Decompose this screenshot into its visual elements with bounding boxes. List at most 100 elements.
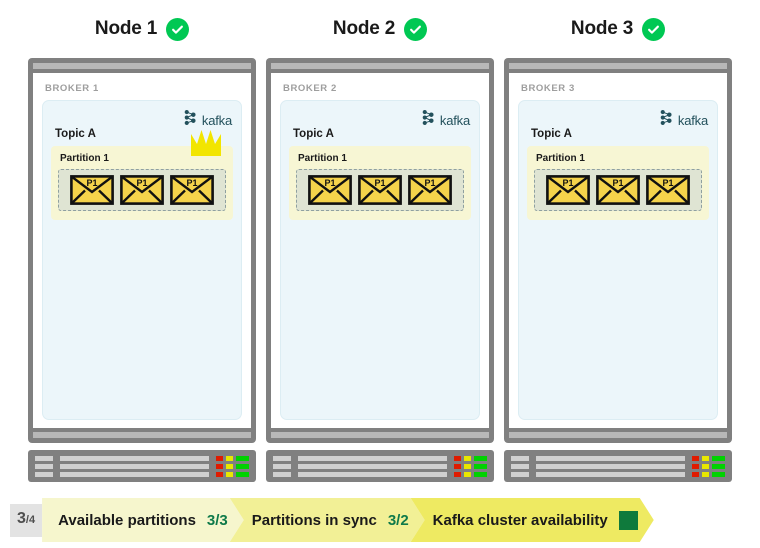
kafka-nodes-icon xyxy=(421,109,436,131)
kafka-logo-2: kafka xyxy=(421,109,470,131)
chevron-available-partitions[interactable]: Available partitions 3/3 xyxy=(42,498,244,542)
message-group-1: P1 P1 xyxy=(58,169,226,211)
frame-inner-1: BROKER 1 k xyxy=(33,73,251,428)
led-red xyxy=(216,455,223,461)
check-circle-icon xyxy=(166,17,190,41)
message-envelope-icon: P1 xyxy=(70,175,114,205)
partition-box-2: Partition 1 P1 P1 xyxy=(289,146,471,220)
topic-label-2: Topic A xyxy=(293,128,334,140)
topic-label-1: Topic A xyxy=(55,128,96,140)
message-envelope-icon: P1 xyxy=(170,175,214,205)
led-green xyxy=(236,455,249,461)
server-base-1 xyxy=(28,450,256,482)
chevron-value: 3/3 xyxy=(206,511,228,529)
server-base-2 xyxy=(266,450,494,482)
partition-box-3: Partition 1 P1 P1 xyxy=(527,146,709,220)
server-frame-3: BROKER 3 k xyxy=(504,58,732,443)
message-group-2: P1 P1 xyxy=(296,169,464,211)
base-blocks xyxy=(35,455,53,477)
node-title-2: Node 2 xyxy=(332,18,396,39)
frame-bottom-bar xyxy=(509,432,727,438)
led-red xyxy=(692,463,699,469)
partition-box-1: Partition 1 P1 xyxy=(51,130,233,220)
led-green xyxy=(712,463,725,469)
base-bars xyxy=(536,455,685,477)
kafka-wordmark-2: kafka xyxy=(439,112,470,128)
kafka-panel-2: kafka Topic A Partition 1 P1 xyxy=(280,100,480,420)
led-yellow xyxy=(226,455,233,461)
topic-label-3: Topic A xyxy=(531,128,572,140)
led-yellow xyxy=(464,455,471,461)
led-red xyxy=(216,471,223,477)
led-red xyxy=(454,455,461,461)
page-indicator: 3 /4 xyxy=(10,503,43,537)
base-bars xyxy=(298,455,447,477)
led-red xyxy=(454,463,461,469)
message-envelope-icon: P1 xyxy=(308,175,352,205)
node-column-3: Node 3 BROKER 3 xyxy=(504,0,732,492)
node-header-3: Node 3 xyxy=(570,0,666,58)
led-yellow xyxy=(226,471,233,477)
chevron-label: Partitions in sync xyxy=(251,511,377,529)
chevron-cluster-availability[interactable]: Kafka cluster availability xyxy=(411,498,654,542)
led-yellow xyxy=(464,463,471,469)
node-title-3: Node 3 xyxy=(570,18,634,39)
led-yellow xyxy=(464,471,471,477)
frame-top-bar xyxy=(33,63,251,69)
broker-label-1: BROKER 1 xyxy=(45,83,99,94)
kafka-nodes-icon xyxy=(659,109,674,131)
check-circle-icon xyxy=(642,17,666,41)
broker-label-2: BROKER 2 xyxy=(283,83,337,94)
chevron-value: 3/2 xyxy=(387,511,409,529)
server-base-3 xyxy=(504,450,732,482)
partition-label-1: Partition 1 xyxy=(60,153,109,164)
message-envelope-icon: P1 xyxy=(120,175,164,205)
led-red xyxy=(454,471,461,477)
kafka-nodes-icon xyxy=(183,109,198,131)
led-grid-3 xyxy=(692,455,725,477)
led-red xyxy=(692,455,699,461)
led-yellow xyxy=(702,471,709,477)
frame-inner-2: BROKER 2 k xyxy=(271,73,489,428)
message-envelope-icon: P1 xyxy=(408,175,452,205)
node-header-2: Node 2 xyxy=(332,0,428,58)
page-current: 3 xyxy=(17,509,26,527)
partition-label-3: Partition 1 xyxy=(536,153,585,164)
led-green xyxy=(712,455,725,461)
server-frame-2: BROKER 2 k xyxy=(266,58,494,443)
led-green xyxy=(236,463,249,469)
message-envelope-icon: P1 xyxy=(646,175,690,205)
frame-bottom-bar xyxy=(271,432,489,438)
message-envelope-icon: P1 xyxy=(546,175,590,205)
led-yellow xyxy=(226,463,233,469)
base-blocks xyxy=(273,455,291,477)
chevron-partitions-in-sync[interactable]: Partitions in sync 3/2 xyxy=(230,498,425,542)
message-envelope-icon: P1 xyxy=(358,175,402,205)
page-total: /4 xyxy=(25,513,36,526)
led-green xyxy=(236,471,249,477)
nodes-row: Node 1 BROKER 1 xyxy=(28,0,732,492)
frame-inner-3: BROKER 3 k xyxy=(509,73,727,428)
crown-icon xyxy=(189,130,223,156)
frame-top-bar xyxy=(509,63,727,69)
chevron-label: Available partitions xyxy=(58,511,196,529)
partition-label-2: Partition 1 xyxy=(298,153,347,164)
node-column-1: Node 1 BROKER 1 xyxy=(28,0,256,492)
led-yellow xyxy=(702,455,709,461)
node-header-1: Node 1 xyxy=(94,0,190,58)
led-grid-2 xyxy=(454,455,487,477)
message-group-3: P1 P1 xyxy=(534,169,702,211)
base-blocks xyxy=(511,455,529,477)
led-red xyxy=(692,471,699,477)
led-green xyxy=(474,471,487,477)
kafka-logo-1: kafka xyxy=(183,109,232,131)
frame-bottom-bar xyxy=(33,432,251,438)
kafka-wordmark-1: kafka xyxy=(201,112,232,128)
node-title-1: Node 1 xyxy=(94,18,158,39)
led-grid-1 xyxy=(216,455,249,477)
kafka-logo-3: kafka xyxy=(659,109,708,131)
server-frame-1: BROKER 1 k xyxy=(28,58,256,443)
broker-label-3: BROKER 3 xyxy=(521,83,575,94)
chevron-breadcrumb: Available partitions 3/3 Partitions in s… xyxy=(42,498,760,542)
led-green xyxy=(474,463,487,469)
